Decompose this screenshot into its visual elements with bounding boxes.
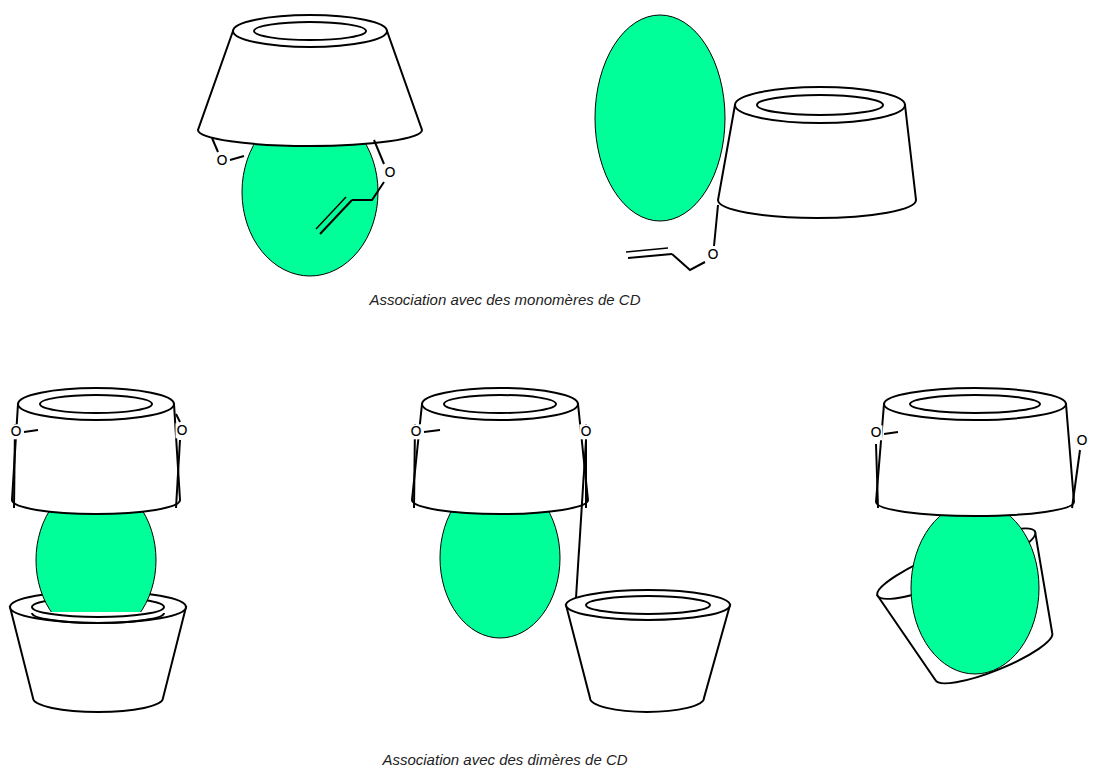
atom-label: O	[409, 424, 422, 439]
atom-label: O	[175, 423, 188, 438]
caption-text: Association avec des dimères de CD	[382, 752, 627, 769]
atom-label: O	[9, 424, 22, 439]
atom-label: O	[579, 424, 592, 439]
atom-label: O	[1075, 433, 1088, 448]
atom-label: O	[215, 153, 228, 168]
atom-label: O	[383, 165, 396, 180]
atom-label: O	[706, 247, 719, 262]
atom-label: O	[869, 425, 882, 440]
caption-text: Association avec des monomères de CD	[370, 292, 641, 309]
